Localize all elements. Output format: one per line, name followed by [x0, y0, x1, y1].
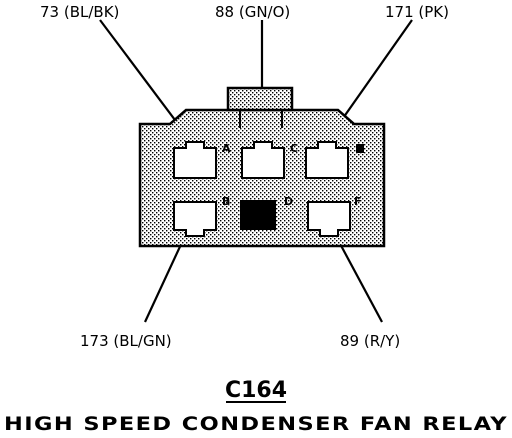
wire-label-f: 89 (R/Y) [340, 332, 400, 350]
pin-cavity-e-marker [356, 144, 364, 153]
wire-label-b: 173 (BL/GN) [80, 332, 172, 350]
pin-cavity-e [305, 141, 349, 179]
pin-cavity-f [307, 201, 351, 237]
connector-id: C164 [225, 378, 287, 403]
wire-label-e: 171 (PK) [385, 3, 449, 21]
wire-label-c: 88 (GN/O) [215, 3, 290, 21]
pin-cavity-d-plugged [240, 200, 276, 230]
pin-cavity-c [241, 141, 285, 179]
connector-title: HIGH SPEED CONDENSER FAN RELAY [4, 413, 508, 435]
pin-letter-c: C [290, 142, 298, 155]
pin-letter-a: A [222, 142, 231, 155]
pin-cavities [173, 141, 351, 237]
pin-letter-d: D [284, 195, 293, 208]
pin-letter-b: B [222, 195, 230, 208]
connector-latch [226, 86, 294, 112]
wire-label-a: 73 (BL/BK) [40, 3, 119, 21]
connector-body: A C B D F [138, 86, 386, 248]
pin-cavity-a [173, 141, 217, 179]
pin-cavity-b [173, 201, 217, 237]
pin-letter-f: F [354, 195, 362, 208]
